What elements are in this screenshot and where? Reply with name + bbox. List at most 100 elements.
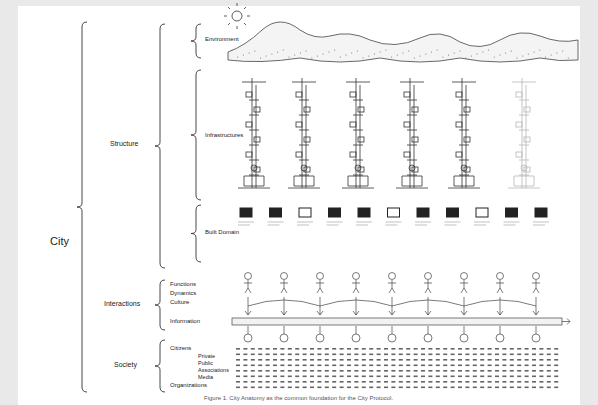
society-grid-mark <box>554 370 558 372</box>
society-grid-mark <box>480 376 484 378</box>
society-grid-mark <box>391 365 395 367</box>
society-grid-mark <box>554 354 558 356</box>
terrain-dot <box>499 54 500 55</box>
terrain-dot <box>505 52 506 53</box>
agent-icon <box>424 273 432 343</box>
society-grid-mark <box>502 359 506 361</box>
terrain-dot <box>391 56 392 57</box>
terrain-dot <box>260 57 261 58</box>
society-grid-mark <box>428 381 432 383</box>
terrain-dot <box>568 57 569 58</box>
society-grid-mark <box>280 376 284 378</box>
terrain-dot <box>271 53 272 54</box>
built-domain-icon <box>476 208 488 217</box>
society-grid-mark <box>547 359 551 361</box>
terrain-dot <box>288 56 289 57</box>
society-grid-mark <box>295 381 299 383</box>
society-grid-mark <box>421 387 425 389</box>
society-grid-mark <box>251 365 255 367</box>
society-grid-mark <box>495 359 499 361</box>
society-grid-mark <box>325 365 329 367</box>
terrain-dot <box>551 54 552 55</box>
society-grid-mark <box>502 376 506 378</box>
society-grid-mark <box>436 348 440 350</box>
terrain-dot <box>522 55 523 56</box>
society-grid-mark <box>266 354 270 356</box>
society-grid-mark <box>310 365 314 367</box>
society-grid-mark <box>332 387 336 389</box>
society-grid-mark <box>443 365 447 367</box>
society-grid-mark <box>525 354 529 356</box>
society-grid-mark <box>377 359 381 361</box>
society-grid-mark <box>354 381 358 383</box>
society-grid-mark <box>443 359 447 361</box>
society-grid-mark <box>451 376 455 378</box>
society-grid-mark <box>539 370 543 372</box>
society-grid-mark <box>525 387 529 389</box>
society-grid-mark <box>473 370 477 372</box>
society-grid-mark <box>288 348 292 350</box>
society-grid-mark <box>295 365 299 367</box>
society-grid-mark <box>502 370 506 372</box>
society-grid-mark <box>443 381 447 383</box>
society-grid-mark <box>510 387 514 389</box>
society-grid-mark <box>539 381 543 383</box>
society-grid-mark <box>502 354 506 356</box>
society-grid-mark <box>480 359 484 361</box>
society-grid-mark <box>539 365 543 367</box>
society-grid-mark <box>480 348 484 350</box>
part-label: Culture <box>170 299 189 306</box>
interaction-arc <box>392 300 464 306</box>
society-grid-mark <box>347 348 351 350</box>
terrain-dot <box>408 50 409 51</box>
society-grid-mark <box>421 348 425 350</box>
society-grid-mark <box>510 348 514 350</box>
society-grid-mark <box>251 348 255 350</box>
society-grid-mark <box>325 387 329 389</box>
part-label: Information <box>170 318 200 325</box>
society-grid-mark <box>377 387 381 389</box>
bracket <box>191 70 201 200</box>
society-grid-mark <box>340 348 344 350</box>
society-grid-mark <box>258 348 262 350</box>
society-grid-mark <box>399 365 403 367</box>
society-grid-mark <box>384 365 388 367</box>
society-grid-mark <box>251 370 255 372</box>
terrain-dot <box>414 57 415 58</box>
terrain-dot <box>380 51 381 52</box>
society-grid-mark <box>266 365 270 367</box>
society-grid-mark <box>391 354 395 356</box>
icon-caption-line <box>297 222 313 225</box>
society-grid-mark <box>414 359 418 361</box>
society-grid-mark <box>266 370 270 372</box>
society-grid-mark <box>243 376 247 378</box>
society-grid-mark <box>458 348 462 350</box>
society-grid-mark <box>295 354 299 356</box>
society-grid-mark <box>273 387 277 389</box>
part-label: Organizations <box>170 382 207 389</box>
society-grid-mark <box>273 354 277 356</box>
built-domain-icon <box>240 208 252 217</box>
society-grid-mark <box>266 387 270 389</box>
terrain-dot <box>420 55 421 56</box>
infrastructure-tower <box>396 78 428 188</box>
terrain-dot <box>294 54 295 55</box>
agent-icon <box>352 273 360 343</box>
society-grid-mark <box>288 354 292 356</box>
society-grid-mark <box>428 354 432 356</box>
society-grid-mark <box>502 381 506 383</box>
society-grid-mark <box>517 359 521 361</box>
society-grid-mark <box>295 387 299 389</box>
society-grid-mark <box>325 376 329 378</box>
agent-icon <box>244 273 252 343</box>
society-grid-mark <box>258 376 262 378</box>
society-grid-mark <box>539 359 543 361</box>
society-grid-mark <box>399 348 403 350</box>
built-domain-icon <box>535 208 547 217</box>
icon-caption-line <box>327 222 343 225</box>
society-grid-mark <box>495 381 499 383</box>
society-grid-mark <box>347 370 351 372</box>
society-grid-mark <box>532 354 536 356</box>
society-grid-mark <box>258 370 262 372</box>
society-grid-mark <box>303 387 307 389</box>
